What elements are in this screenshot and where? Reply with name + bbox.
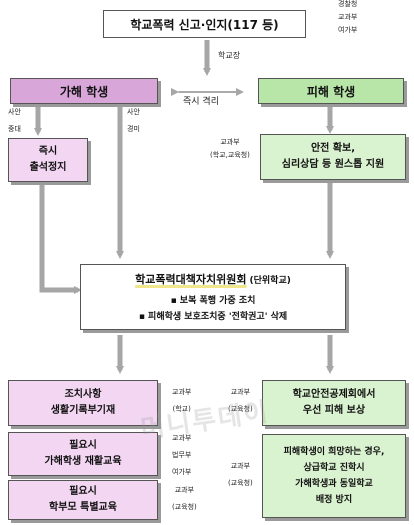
record-line-2: 생활기록부기재 (50, 405, 116, 416)
severe-line-1: 사안 (8, 108, 21, 116)
school-assignment-line-1: 피해학생이 희망하는 경우, (283, 447, 385, 457)
suspension-line-1: 즉시 (38, 146, 58, 157)
principal-text: 학교장 (218, 51, 241, 60)
perpetrator-box: 가해 학생 (10, 78, 158, 104)
record-box: 조치사항 생활기록부기재 (8, 380, 158, 426)
support-line-1: 안전 확보, (310, 143, 356, 154)
compensation-agency: 교과부 (교육청) (228, 388, 253, 414)
committee-box: 학교폭력대책자치위원회 (단위학교) ▪ 보복 폭행 가중 조치 ▪ 피해학생 … (80, 264, 346, 330)
school-assignment-line-3: 가해학생과 동일학교 (295, 479, 373, 489)
perpetrator-label: 가해 학생 (59, 84, 109, 99)
compensation-line-1: 학교안전공제회에서 (292, 389, 376, 400)
rehab-box: 필요시 가해학생 재활교육 (8, 432, 158, 476)
rehab-agency-3: 여가부 (172, 468, 192, 476)
school-assignment-agency: 교과부 (교육청) (228, 462, 253, 488)
record-agency: 교과부 (학교) (172, 388, 191, 414)
report-agencies: 경찰청 교과부 여가부 (338, 0, 357, 35)
minor-line-2: 경미 (127, 125, 140, 133)
compensation-box: 학교안전공제회에서 우선 피해 보상 (262, 380, 406, 426)
compensation-agency-1: 교과부 (230, 388, 251, 396)
suspension-line-2: 출석정지 (29, 162, 67, 173)
record-agency-1: 교과부 (172, 388, 192, 396)
compensation-line-2: 우선 피해 보상 (302, 405, 366, 416)
minor-label: 사안 경미 (127, 108, 140, 134)
parent-edu-line-1: 필요시 (69, 486, 97, 497)
support-line-2: 심리상담 등 원스톱 지원 (281, 159, 385, 170)
agency-police: 경찰청 (338, 0, 358, 8)
report-box: 학교폭력 신고·인지(117 등) (103, 10, 306, 38)
committee-suffix: (단위학교) (249, 276, 291, 286)
parent-edu-box: 필요시 학부모 특별교육 (8, 480, 158, 520)
support-agency-label: 교과부 (학교,교육청) (210, 138, 250, 160)
parent-edu-agency-2: (교육청) (172, 503, 197, 511)
minor-line-1: 사안 (127, 108, 140, 116)
school-assignment-agency-1: 교과부 (230, 462, 251, 470)
rehab-line-1: 필요시 (69, 440, 97, 451)
agency-education: 교과부 (338, 13, 358, 21)
record-agency-2: (학교) (172, 405, 191, 413)
parent-edu-agency: 교과부 (교육청) (172, 486, 197, 512)
school-assignment-line-2: 상급학교 진학시 (303, 463, 365, 473)
school-assignment-agency-2: (교육청) (228, 479, 253, 487)
support-agency-1: 교과부 (220, 138, 240, 146)
rehab-agency-2: 법무부 (172, 451, 192, 459)
agency-gender: 여가부 (338, 26, 358, 34)
rehab-agency-1: 교과부 (172, 434, 192, 442)
separation-label: 즉시 격리 (183, 98, 219, 107)
compensation-agency-2: (교육청) (228, 405, 253, 413)
record-line-1: 조치사항 (64, 389, 102, 400)
parent-edu-line-2: 학부모 특별교육 (49, 502, 117, 513)
committee-heading: 학교폭력대책자치위원회 (단위학교) (135, 271, 291, 287)
support-box: 안전 확보, 심리상담 등 원스톱 지원 (260, 134, 406, 180)
parent-edu-agency-1: 교과부 (174, 486, 195, 494)
school-assignment-line-4: 배정 방지 (315, 495, 353, 505)
victim-label: 피해 학생 (306, 84, 356, 99)
support-agency-2: (학교,교육청) (210, 151, 250, 159)
rehab-line-2: 가해학생 재활교육 (44, 456, 122, 467)
rehab-agency: 교과부 법무부 여가부 (172, 434, 191, 477)
separation-text: 즉시 격리 (183, 97, 219, 107)
victim-box: 피해 학생 (258, 78, 404, 104)
severe-line-2: 중대 (8, 125, 21, 133)
principal-label: 학교장 (218, 51, 240, 60)
committee-title: 학교폭력대책자치위원회 (135, 273, 247, 286)
severe-label: 사안 중대 (8, 108, 21, 134)
committee-bullet-1: ▪ 보복 폭행 가중 조치 (170, 296, 256, 306)
report-title: 학교폭력 신고·인지(117 등) (130, 17, 279, 32)
suspension-box: 즉시 출석정지 (8, 138, 88, 182)
committee-bullet-2: ▪ 피해학생 보호조치중 '전학권고' 삭제 (138, 312, 288, 322)
arrow-suspension-to-committee (39, 185, 82, 294)
school-assignment-box: 피해학생이 희망하는 경우, 상급학교 진학시 가해학생과 동일학교 배정 방지 (262, 434, 406, 518)
